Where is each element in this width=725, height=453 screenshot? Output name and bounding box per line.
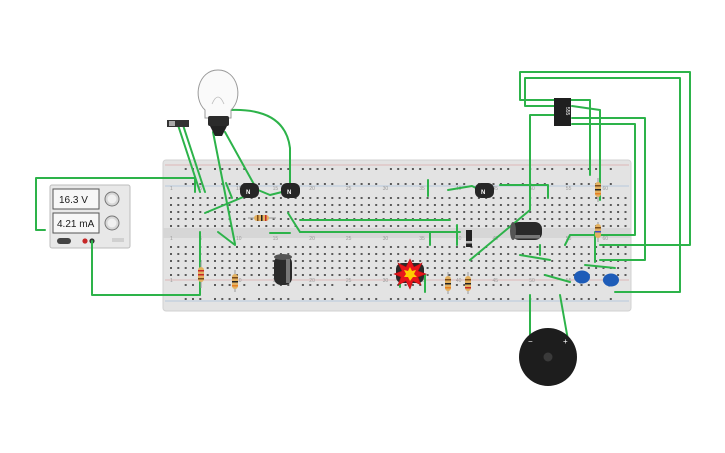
column-number: 1 — [170, 278, 173, 284]
resistor-r3 — [445, 272, 451, 294]
wire — [584, 264, 616, 269]
wire — [224, 131, 257, 189]
wire — [204, 194, 249, 214]
wire — [571, 117, 646, 261]
burnt-led — [393, 258, 427, 290]
wire — [519, 254, 551, 261]
resistor-r4 — [465, 272, 471, 294]
wire — [544, 274, 571, 283]
column-number: 45 — [493, 278, 499, 284]
wire — [229, 108, 291, 189]
wire — [499, 184, 549, 199]
positive-terminal[interactable] — [82, 238, 88, 244]
wire — [569, 99, 591, 176]
power-supply: 16.3 V 4.21 mA — [49, 184, 131, 249]
column-number: 15 — [273, 186, 279, 192]
column-number: 15 — [273, 236, 279, 242]
wire — [225, 182, 233, 199]
wire — [564, 123, 636, 246]
resistor-r5 — [595, 178, 601, 202]
column-number: 10 — [236, 186, 242, 192]
column-number: 30 — [383, 186, 389, 192]
wire — [571, 105, 601, 201]
column-number: 35 — [419, 236, 425, 242]
current-readout: 4.21 mA — [57, 219, 95, 230]
wire — [212, 131, 236, 245]
column-number: 10 — [236, 236, 242, 242]
column-number: 1 — [170, 236, 173, 242]
transistor-q2: N — [281, 183, 300, 198]
column-number: 25 — [346, 186, 352, 192]
buzzer-plus-label: + — [563, 337, 568, 346]
voltage-readout: 16.3 V — [59, 195, 88, 206]
column-number: 50 — [529, 278, 535, 284]
column-number: 40 — [456, 278, 462, 284]
electrolytic-capacitor-c1 — [274, 254, 292, 285]
column-number: 50 — [529, 186, 535, 192]
resistor-r2 — [232, 270, 238, 292]
breadboard-holes — [170, 168, 627, 300]
wire — [519, 71, 691, 246]
diode — [466, 230, 472, 247]
column-number: 25 — [346, 278, 352, 284]
transistor-label: N — [246, 190, 250, 196]
ceramic-capacitor-2 — [603, 273, 619, 287]
electrolytic-capacitor-c2 — [510, 222, 542, 240]
ic-label: 555 — [564, 107, 570, 116]
transistor-label: N — [287, 190, 291, 196]
transistor-q3: N — [475, 183, 494, 198]
column-number: 40 — [456, 236, 462, 242]
column-number: 20 — [309, 186, 315, 192]
resistor-horizontal — [248, 215, 276, 221]
column-number: 1 — [170, 186, 173, 192]
buzzer-minus-label: − — [528, 337, 533, 346]
column-number: 45 — [493, 186, 499, 192]
column-number: 20 — [309, 236, 315, 242]
ceramic-capacitor-1 — [574, 270, 590, 284]
resistor-r6 — [595, 222, 601, 242]
ic-555: 555 — [554, 98, 571, 126]
column-number: 5 — [199, 186, 202, 192]
wire — [299, 231, 431, 246]
resistor-r1 — [198, 262, 204, 288]
column-number: 25 — [346, 236, 352, 242]
column-number: 60 — [603, 186, 609, 192]
power-switch[interactable] — [57, 238, 71, 244]
column-number: 30 — [383, 278, 389, 284]
wire — [177, 124, 201, 193]
transistor-label: N — [481, 190, 485, 196]
piezo-buzzer: − + — [519, 328, 577, 386]
column-number: 20 — [309, 278, 315, 284]
wire — [217, 231, 236, 246]
slide-switch[interactable] — [167, 120, 189, 127]
column-number: 10 — [236, 278, 242, 284]
transistor-q1: N — [240, 183, 259, 198]
column-number: 55 — [566, 186, 572, 192]
column-number: 30 — [383, 236, 389, 242]
wire — [35, 177, 196, 231]
light-bulb — [197, 69, 239, 136]
column-number: 35 — [419, 186, 425, 192]
wire — [469, 114, 561, 261]
wire — [182, 124, 206, 193]
wire — [559, 294, 569, 341]
wire — [524, 77, 681, 293]
column-number: 60 — [603, 236, 609, 242]
